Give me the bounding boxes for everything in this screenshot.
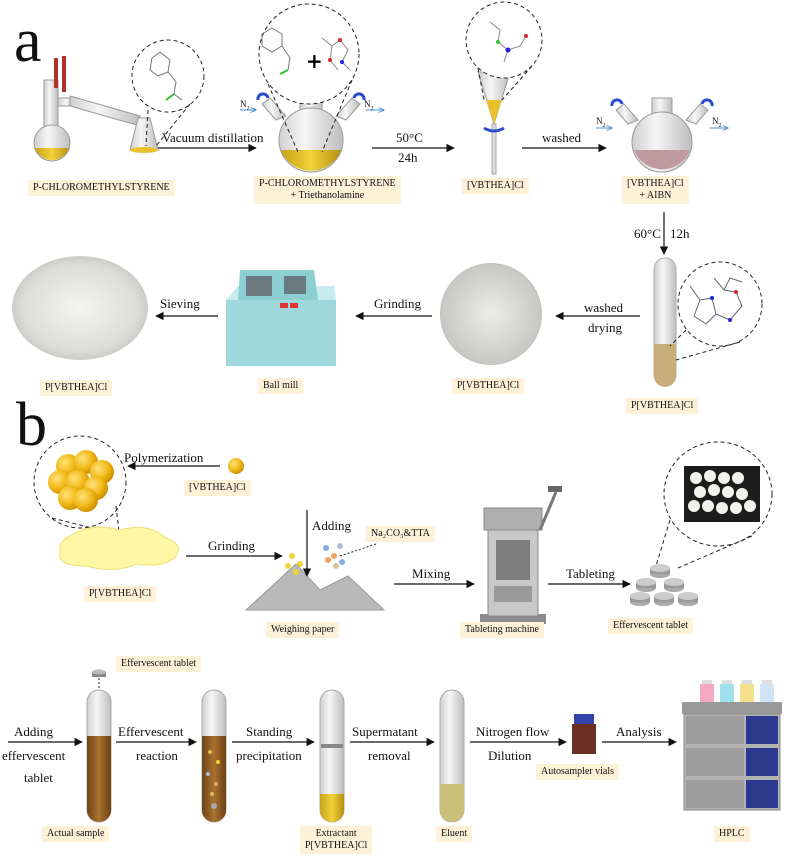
label-monomer-b: [VBTHEA]Cl <box>184 480 251 496</box>
label-tableting-machine: Tableting machine <box>460 622 544 638</box>
step-time-12: 12h <box>670 226 690 241</box>
step-stand-1: Standing <box>246 724 293 739</box>
zoom-molecule-a1 <box>131 39 205 147</box>
step-mixing: Mixing <box>412 566 451 581</box>
step-temp-60: 60°C <box>634 226 661 241</box>
step-polymerization: Polymerization <box>124 450 204 465</box>
n2-label-1: N2 <box>240 99 250 112</box>
label-polymer-tube: P[VBTHEA]Cl <box>626 398 699 414</box>
label-weighing-paper: Weighing paper <box>266 622 340 638</box>
monomer-ball <box>228 458 244 474</box>
step-sup-1: Supermatant <box>352 724 418 739</box>
label-polymer-b: P[VBTHEA]Cl <box>84 586 157 602</box>
tube-actual-sample <box>86 689 112 823</box>
step-grinding-b: Grinding <box>208 538 255 553</box>
leader-additives <box>339 543 377 557</box>
step-sieving: Sieving <box>160 296 200 311</box>
step-eff-1: Effervescent <box>118 724 184 739</box>
step-eff-2: reaction <box>136 748 178 763</box>
step-analysis: Analysis <box>616 724 662 739</box>
label-reactant-mix: P-CHLOROMETHYLSTYRENE+ Triethanolamine <box>254 176 401 204</box>
three-neck-flask-2 <box>596 97 728 173</box>
polymer-powder-photo <box>12 256 148 360</box>
label-actual-sample: Actual sample <box>42 826 110 842</box>
step-washed-2: washed <box>584 300 623 315</box>
step-adding: Adding <box>312 518 351 533</box>
step-vacuum-distillation: Vacuum distillation <box>162 130 264 145</box>
n2-label-2: N2 <box>364 99 374 112</box>
step-sup-2: removal <box>368 748 411 763</box>
label-additives: Na₂CO₃&TTA <box>366 526 435 542</box>
polymer-tube <box>653 257 677 387</box>
label-ball-mill: Ball mill <box>258 378 304 394</box>
step-adding-3: tablet <box>24 770 53 785</box>
step-nitrogen-2: Dilution <box>488 748 532 763</box>
label-monomer: [VBTHEA]Cl <box>462 178 529 194</box>
step-adding-2: effervescent <box>2 748 66 763</box>
polymer-pellets <box>59 526 179 570</box>
step-nitrogen-1: Nitrogen flow <box>476 724 550 739</box>
zoom-molecule-polymer <box>669 261 763 361</box>
tube-eluent <box>439 689 465 823</box>
panel-letter-b: b <box>16 391 47 459</box>
step-tableting: Tableting <box>566 566 615 581</box>
n2-label-3: N2 <box>596 116 606 129</box>
tube-effervescent <box>201 689 227 823</box>
label-polymer-powder: P[VBTHEA]Cl <box>40 380 113 396</box>
polymer-flakes-photo <box>440 263 542 365</box>
step-washed: washed <box>542 130 581 145</box>
label-effervescent-tablet: Effervescent tablet <box>608 618 694 634</box>
label-autosampler-vials: Autosampler vials <box>536 764 620 780</box>
zoom-tablets-photo <box>655 441 773 569</box>
step-adding-1: Adding <box>14 724 53 739</box>
label-eluent: Eluent <box>436 826 473 842</box>
step-grinding-a: Grinding <box>374 296 421 311</box>
hplc-instrument <box>682 680 782 811</box>
step-time-24: 24h <box>398 150 418 165</box>
tableting-machine <box>480 486 562 624</box>
label-hplc: HPLC <box>714 826 750 842</box>
zoom-polymer-cluster <box>33 435 127 541</box>
panel-letter-a: a <box>14 7 42 75</box>
n2-label-4: N2 <box>712 116 722 129</box>
three-neck-flask-1 <box>240 92 384 173</box>
tablet-small <box>92 669 106 677</box>
step-temp-50: 50°C <box>396 130 423 145</box>
weighing-paper <box>244 543 386 611</box>
monomer-funnel <box>477 71 511 175</box>
svg-text:+: + <box>306 49 323 73</box>
zoom-molecule-a3 <box>465 1 543 101</box>
autosampler-vial <box>572 714 596 754</box>
label-reactant: P-CHLOROMETHYLSTYRENE <box>28 180 175 196</box>
label-tablet-small: Effervescent tablet <box>116 656 202 672</box>
step-drying: drying <box>588 320 622 335</box>
ball-mill <box>226 270 336 366</box>
zoom-molecule-a2: + <box>258 3 360 153</box>
step-stand-2: precipitation <box>236 748 302 763</box>
label-polymer-flakes: P[VBTHEA]Cl <box>452 378 525 394</box>
tube-extractant <box>319 689 345 823</box>
label-initiator-mix: [VBTHEA]Cl+ AIBN <box>622 176 689 204</box>
distillation-apparatus <box>33 56 159 162</box>
tablet-stack <box>630 564 698 606</box>
